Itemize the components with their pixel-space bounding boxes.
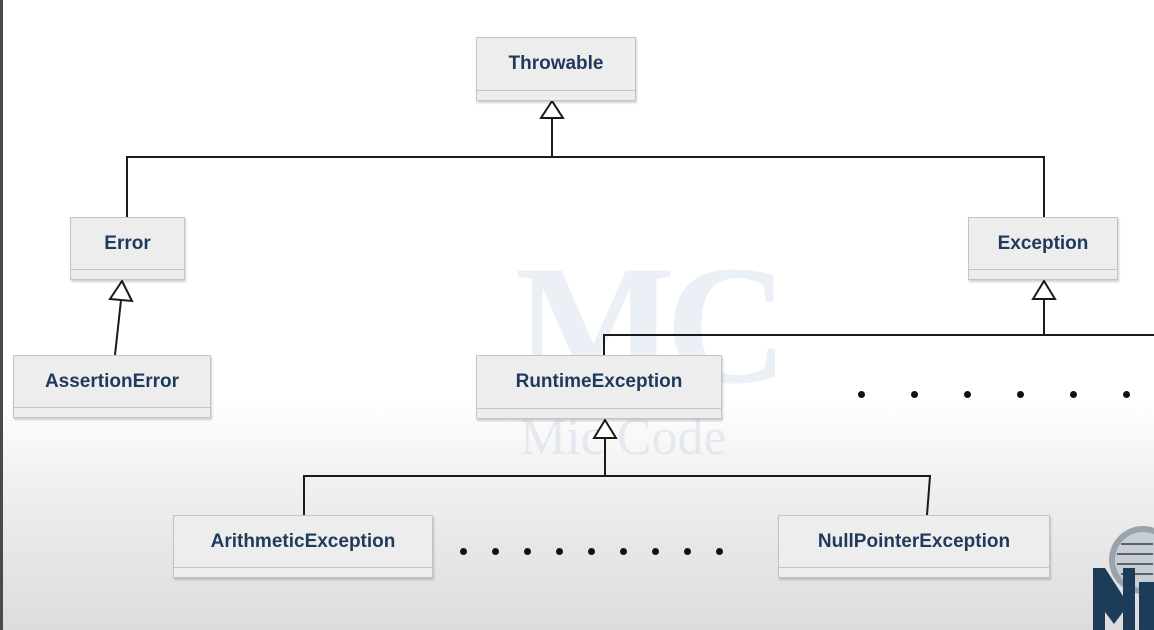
hollow-triangle-arrow-icon	[539, 99, 565, 119]
class-name: Error	[104, 232, 151, 254]
class-box-throwable: Throwable	[476, 37, 636, 101]
ellipsis-dot	[911, 391, 918, 398]
class-attributes-section	[477, 408, 721, 414]
ellipsis-dot	[620, 548, 627, 555]
ellipsis-dots-upper	[858, 391, 1130, 398]
class-box-null-pointer-exception: NullPointerException	[778, 515, 1050, 578]
ellipsis-dot	[460, 548, 467, 555]
watermark-text: Mic Code	[520, 409, 727, 466]
class-box-runtime-exception: RuntimeException	[476, 355, 722, 419]
ellipsis-dot	[1070, 391, 1077, 398]
class-box-exception: Exception	[968, 217, 1118, 280]
class-attributes-section	[174, 567, 432, 573]
frame-left-border	[0, 0, 3, 630]
hollow-triangle-arrow-icon	[108, 279, 134, 303]
class-name: AssertionError	[44, 370, 180, 392]
ellipsis-dot	[716, 548, 723, 555]
ellipsis-dot	[588, 548, 595, 555]
ellipsis-dot	[524, 548, 531, 555]
class-attributes-section	[71, 269, 184, 275]
class-attributes-section	[14, 407, 210, 413]
ellipsis-dot	[556, 548, 563, 555]
ellipsis-dot	[652, 548, 659, 555]
hollow-triangle-arrow-icon	[1031, 279, 1057, 300]
class-box-arithmetic-exception: ArithmeticException	[173, 515, 433, 578]
class-attributes-section	[477, 90, 635, 96]
class-name: RuntimeException	[515, 371, 683, 392]
hollow-triangle-arrow-icon	[592, 418, 618, 439]
connector-runtime-children	[303, 475, 932, 516]
ellipsis-dot	[1123, 391, 1130, 398]
ellipsis-dot	[964, 391, 971, 398]
ellipsis-dot	[858, 391, 865, 398]
class-box-error: Error	[70, 217, 185, 280]
connector-assertion-to-error	[114, 299, 122, 356]
ellipsis-dot	[684, 548, 691, 555]
ellipsis-dot	[1017, 391, 1024, 398]
class-name: Exception	[997, 232, 1089, 254]
ellipsis-dot	[492, 548, 499, 555]
ellipsis-dots-lower	[460, 548, 723, 555]
class-attributes-section	[969, 269, 1117, 275]
class-name: NullPointerException	[817, 530, 1011, 552]
class-name: ArithmeticException	[210, 530, 396, 552]
class-name: Throwable	[508, 53, 604, 74]
connector-throwable-children	[126, 156, 1045, 217]
mc-logo-icon	[1093, 526, 1154, 630]
class-box-assertion-error: AssertionError	[13, 355, 211, 418]
connector-exception-children	[603, 334, 1154, 355]
class-attributes-section	[779, 567, 1049, 573]
